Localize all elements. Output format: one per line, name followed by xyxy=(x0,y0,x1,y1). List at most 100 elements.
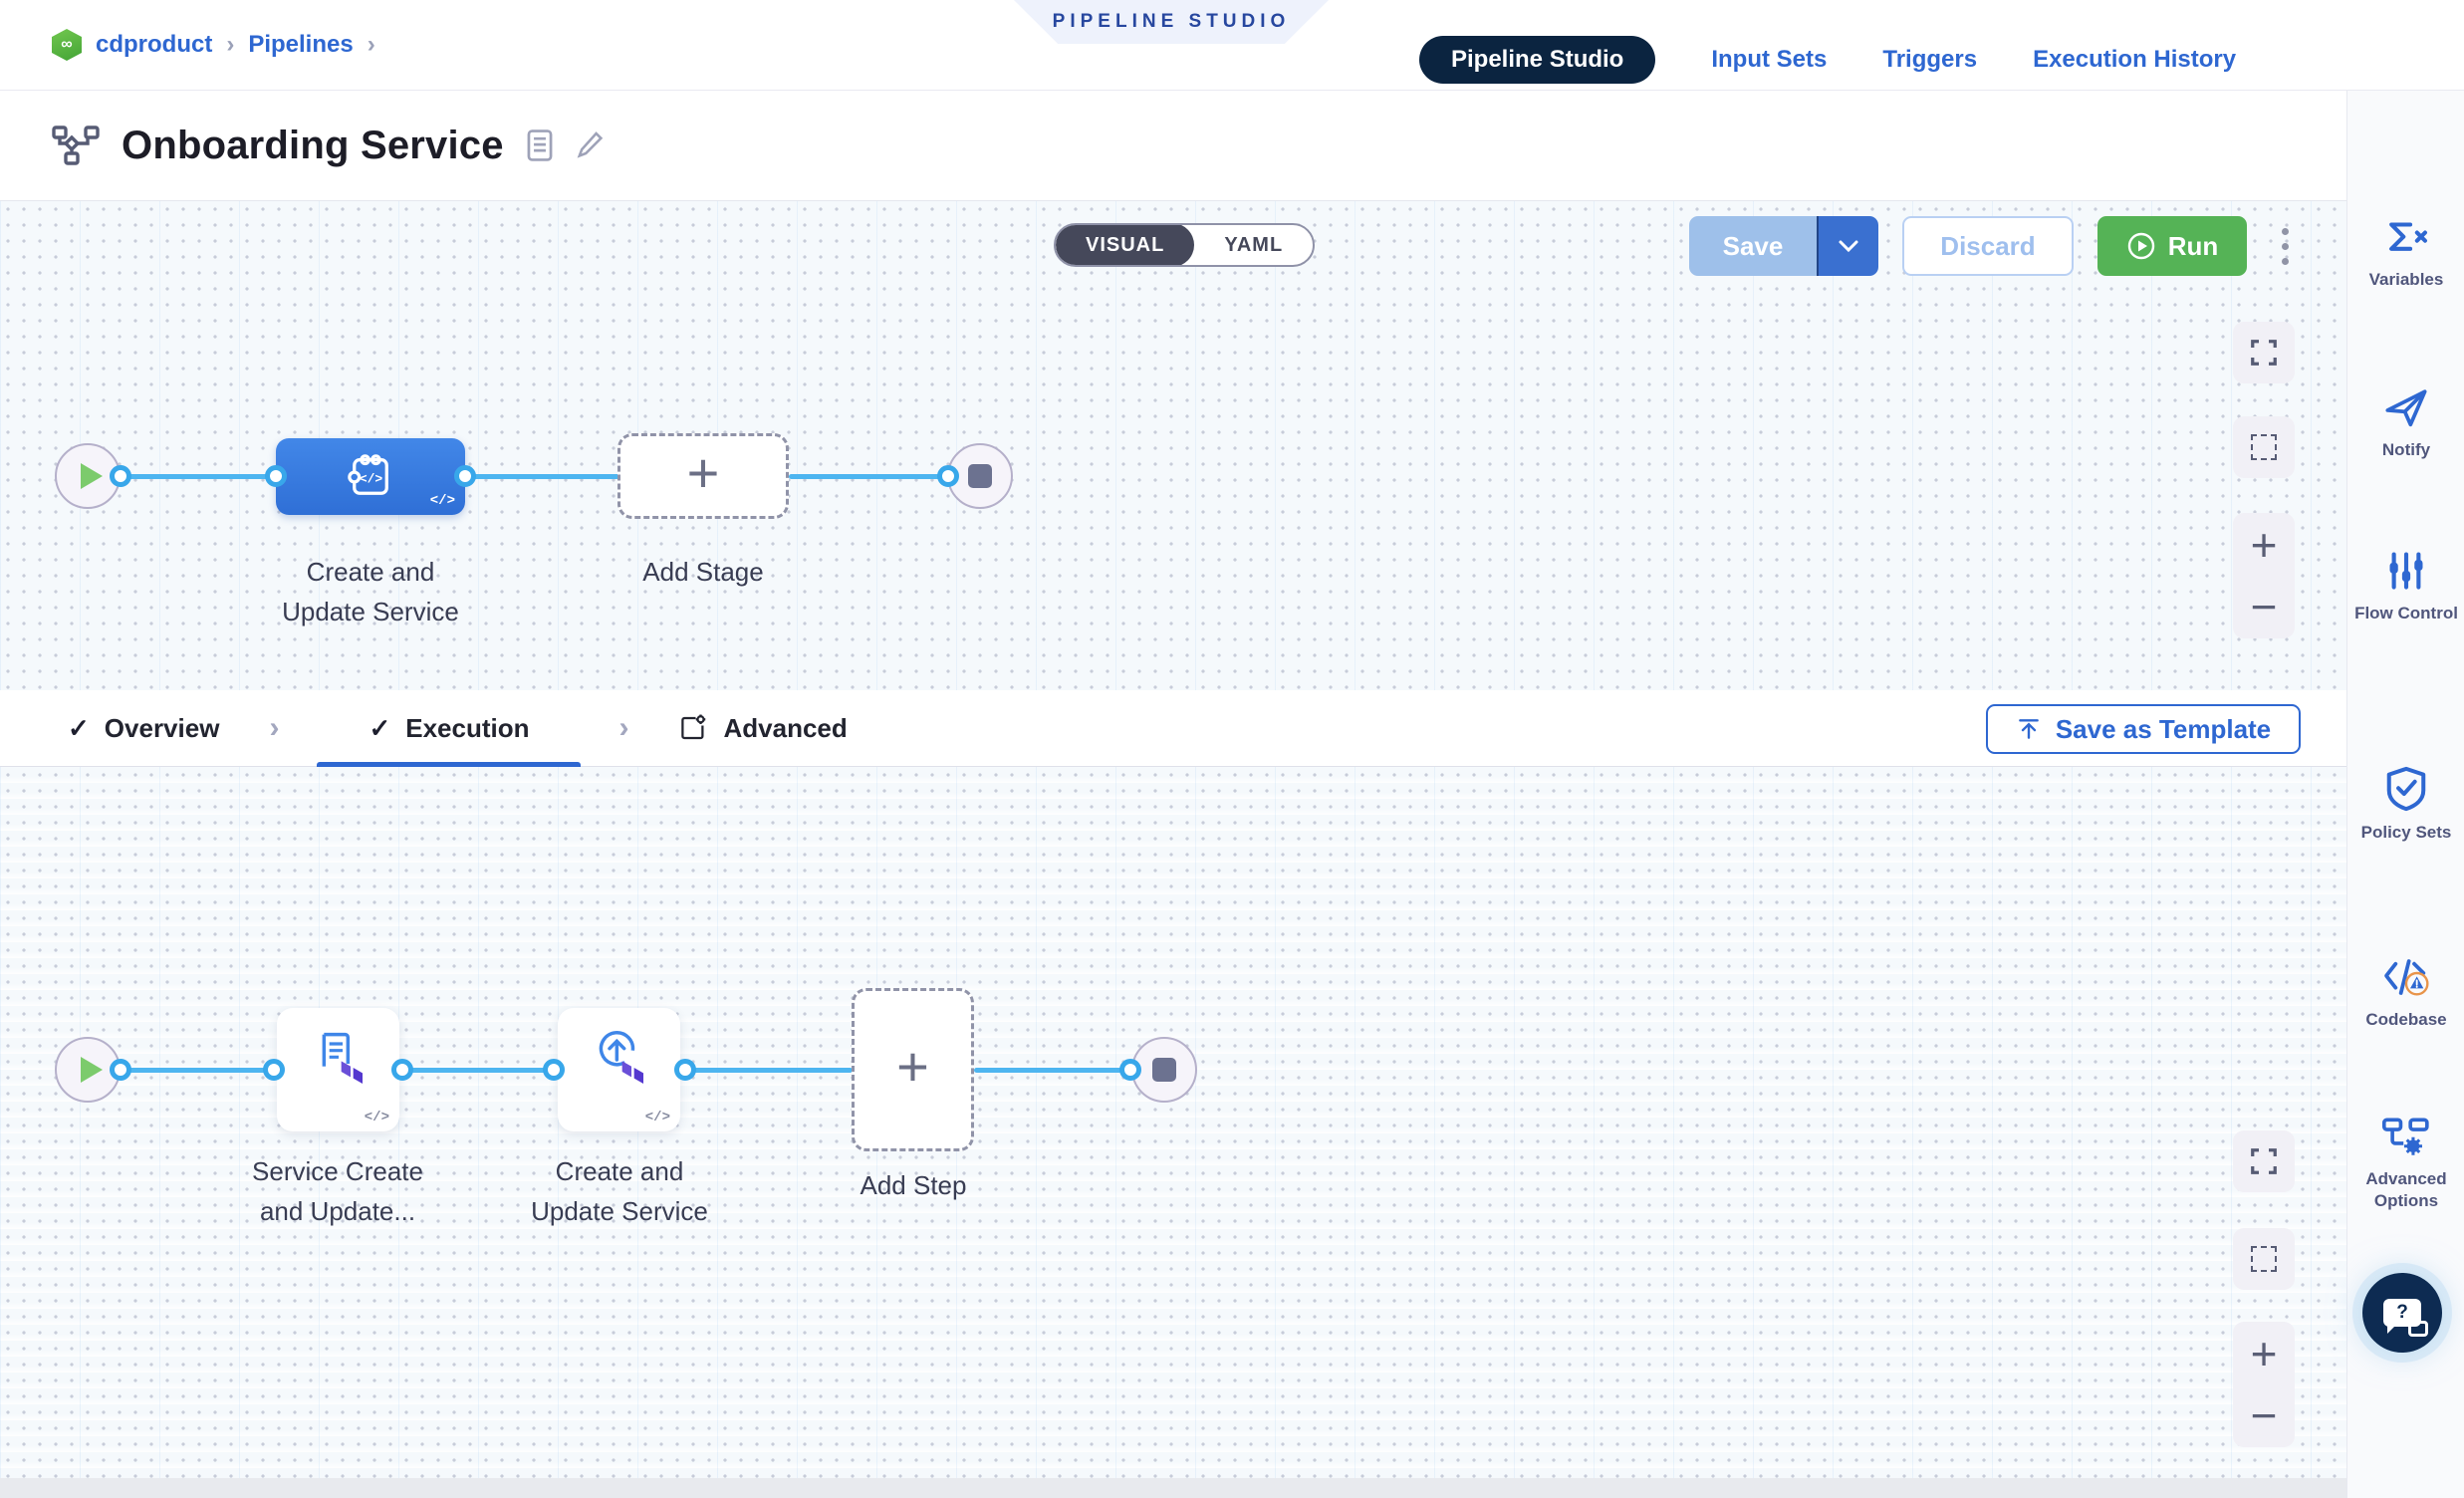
tab-overview[interactable]: ✓ Overview xyxy=(68,712,220,743)
horizontal-scroll-track[interactable] xyxy=(0,1478,2346,1498)
tab-triggers[interactable]: Triggers xyxy=(1882,46,1978,73)
step-node-service-create-update[interactable]: </> xyxy=(277,1008,399,1131)
breadcrumb-project-link[interactable]: cdproduct xyxy=(96,31,213,58)
edge xyxy=(121,1068,276,1073)
pipeline-tools-sidebar: Variables Notify Flow Control Policy Set… xyxy=(2346,91,2464,1498)
multi-select-button[interactable] xyxy=(2233,416,2295,478)
plus-icon: + xyxy=(686,441,720,504)
yaml-snippet-badge: </> xyxy=(429,493,455,509)
edge xyxy=(402,1068,556,1073)
edge xyxy=(685,1068,853,1073)
run-button[interactable]: Run xyxy=(2097,216,2247,276)
terraform-apply-step-icon xyxy=(599,1031,643,1084)
save-button[interactable]: Save xyxy=(1689,216,1817,276)
help-chat-button[interactable]: ? xyxy=(2362,1273,2442,1353)
terraform-file-step-icon xyxy=(322,1032,363,1084)
stage-label[interactable]: Create and Update Service xyxy=(282,557,459,626)
paper-plane-icon xyxy=(2385,389,2427,427)
sidebar-item-policy-sets[interactable]: Policy Sets xyxy=(2347,766,2464,844)
save-split-button: Save xyxy=(1689,216,1878,276)
stop-icon xyxy=(1152,1058,1176,1082)
fullscreen-button[interactable] xyxy=(2233,1130,2295,1192)
discard-button[interactable]: Discard xyxy=(1902,216,2074,276)
tab-advanced[interactable]: Advanced xyxy=(666,690,859,767)
edge xyxy=(789,474,950,479)
breadcrumb: ∞ cdproduct › Pipelines › xyxy=(52,0,375,90)
execution-step-canvas[interactable]: </> </> + Service Create and Update... C… xyxy=(0,767,2346,1498)
step-node-create-update-service[interactable]: </> xyxy=(558,1008,680,1131)
sidebar-item-notify[interactable]: Notify xyxy=(2347,385,2464,461)
chat-secondary-bubble-icon xyxy=(2408,1321,2428,1337)
connector-port[interactable] xyxy=(110,465,131,487)
connector-port[interactable] xyxy=(454,465,476,487)
add-stage-label[interactable]: Add Stage xyxy=(642,557,764,587)
description-icon[interactable] xyxy=(526,128,554,162)
toggle-yaml[interactable]: YAML xyxy=(1224,233,1284,256)
selection-box-icon xyxy=(2251,1246,2277,1272)
add-step-button[interactable]: + xyxy=(852,988,974,1151)
stage-node-create-update-service[interactable]: </> </> xyxy=(276,438,465,515)
check-icon: ✓ xyxy=(369,712,391,743)
zoom-out-button[interactable]: − xyxy=(2250,581,2278,632)
stop-icon xyxy=(968,464,992,488)
tab-input-sets[interactable]: Input Sets xyxy=(1711,46,1828,73)
tab-execution-history[interactable]: Execution History xyxy=(2033,46,2237,73)
edge xyxy=(465,474,619,479)
fullscreen-button[interactable] xyxy=(2233,322,2295,383)
sidebar-item-flow-control[interactable]: Flow Control xyxy=(2347,549,2464,624)
top-nav: Pipeline Studio Input Sets Triggers Exec… xyxy=(1419,36,2236,84)
zoom-in-button[interactable]: + xyxy=(2250,519,2278,571)
yaml-snippet-badge: </> xyxy=(364,1110,389,1125)
sliders-icon xyxy=(2389,552,2423,590)
breadcrumb-separator: › xyxy=(367,31,375,58)
step-label[interactable]: Service Create and Update... xyxy=(252,1156,423,1226)
edit-title-icon[interactable] xyxy=(576,129,606,161)
connector-port[interactable] xyxy=(674,1059,696,1081)
zoom-out-button[interactable]: − xyxy=(2250,1389,2278,1441)
connector-port[interactable] xyxy=(1119,1059,1141,1081)
zoom-in-button[interactable]: + xyxy=(2250,1328,2278,1379)
stage-canvas[interactable]: </> </> + Create and Update Service Add … xyxy=(0,201,2346,690)
more-options-menu[interactable] xyxy=(2279,227,2291,265)
check-icon: ✓ xyxy=(68,712,90,743)
connector-port[interactable] xyxy=(110,1059,131,1081)
execution-start-node xyxy=(55,1037,121,1103)
step-label[interactable]: Create and Update Service xyxy=(531,1156,708,1226)
pipeline-header: Onboarding Service VISUAL YAML Save Disc… xyxy=(0,91,2346,276)
sidebar-item-codebase[interactable]: Codebase xyxy=(2347,955,2464,1031)
chevron-right-icon: › xyxy=(618,711,629,744)
tab-execution[interactable]: ✓ Execution xyxy=(317,690,582,767)
page-title: Onboarding Service xyxy=(122,123,504,167)
pipeline-studio-badge: PIPELINE STUDIO xyxy=(1014,0,1329,44)
save-as-template-button[interactable]: Save as Template xyxy=(1986,704,2301,754)
cd-module-icon: ∞ xyxy=(52,29,82,61)
connector-port[interactable] xyxy=(937,465,959,487)
shield-check-icon xyxy=(2386,766,2426,812)
flowchart-gear-icon xyxy=(2381,1118,2429,1155)
sidebar-item-advanced-options[interactable]: Advanced Options xyxy=(2347,1115,2464,1212)
play-circle-icon xyxy=(2127,232,2154,260)
sidebar-item-variables[interactable]: Variables xyxy=(2347,217,2464,291)
toggle-visual[interactable]: VISUAL xyxy=(1056,225,1195,265)
connector-port[interactable] xyxy=(263,1059,285,1081)
breadcrumb-separator: › xyxy=(226,31,235,58)
custom-stage-icon: </> xyxy=(348,453,388,495)
save-options-caret[interactable] xyxy=(1817,216,1878,276)
connector-port[interactable] xyxy=(543,1059,565,1081)
tab-pipeline-studio[interactable]: Pipeline Studio xyxy=(1419,36,1656,84)
sigma-x-icon xyxy=(2389,222,2427,251)
start-play-icon xyxy=(80,463,103,489)
yaml-snippet-badge: </> xyxy=(644,1110,670,1125)
connector-port[interactable] xyxy=(391,1059,413,1081)
zoom-controls: + − xyxy=(2233,1322,2295,1447)
start-play-icon xyxy=(80,1057,103,1083)
add-stage-button[interactable]: + xyxy=(617,433,789,519)
connector-port[interactable] xyxy=(265,465,287,487)
plus-icon: + xyxy=(896,1035,929,1098)
edge xyxy=(121,474,278,479)
add-step-label[interactable]: Add Step xyxy=(860,1170,967,1200)
svg-text:</>: </> xyxy=(360,471,383,486)
multi-select-button[interactable] xyxy=(2233,1228,2295,1290)
breadcrumb-pipelines-link[interactable]: Pipelines xyxy=(248,31,354,58)
stage-detail-tabs: ✓ Overview › ✓ Execution › Advanced xyxy=(0,690,2346,767)
